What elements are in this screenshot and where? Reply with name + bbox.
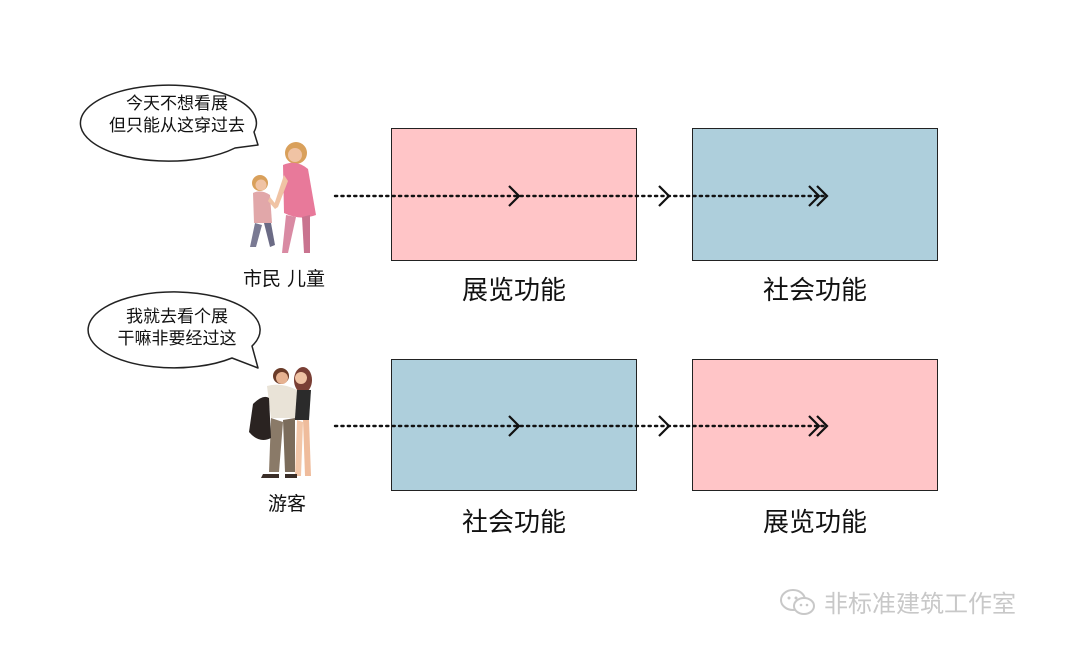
speech-text-bottom: 我就去看个展 干嘛非要经过这: [96, 306, 258, 350]
exhibition-function-box: [391, 128, 637, 261]
speech-line: 我就去看个展: [126, 307, 228, 327]
speech-line: 干嘛非要经过这: [117, 329, 237, 349]
group-label-citizens-children: 市民 儿童: [243, 268, 326, 290]
speech-line: 但只能从这穿过去: [109, 116, 245, 136]
watermark: 非标准建筑工作室: [778, 584, 1016, 619]
function-label: 展览功能: [461, 276, 566, 306]
watermark-text: 非标准建筑工作室: [824, 590, 1016, 618]
group-label-tourists: 游客: [268, 493, 307, 515]
wechat-icon: [780, 588, 815, 615]
speech-bubble-bottom: [87, 291, 261, 369]
path-arrow-top: [333, 185, 829, 207]
speech-line: 今天不想看展: [126, 94, 228, 114]
function-label: 社会功能: [762, 276, 867, 306]
speech-bubble-top: [79, 84, 259, 162]
mother-and-child-icon: [250, 142, 316, 253]
function-label: 社会功能: [461, 508, 566, 538]
social-function-box: [692, 128, 938, 261]
speech-text-top: 今天不想看展 但只能从这穿过去: [96, 93, 258, 137]
couple-icon: [249, 367, 312, 478]
function-label: 展览功能: [762, 508, 867, 538]
path-arrow-bottom: [333, 415, 829, 437]
